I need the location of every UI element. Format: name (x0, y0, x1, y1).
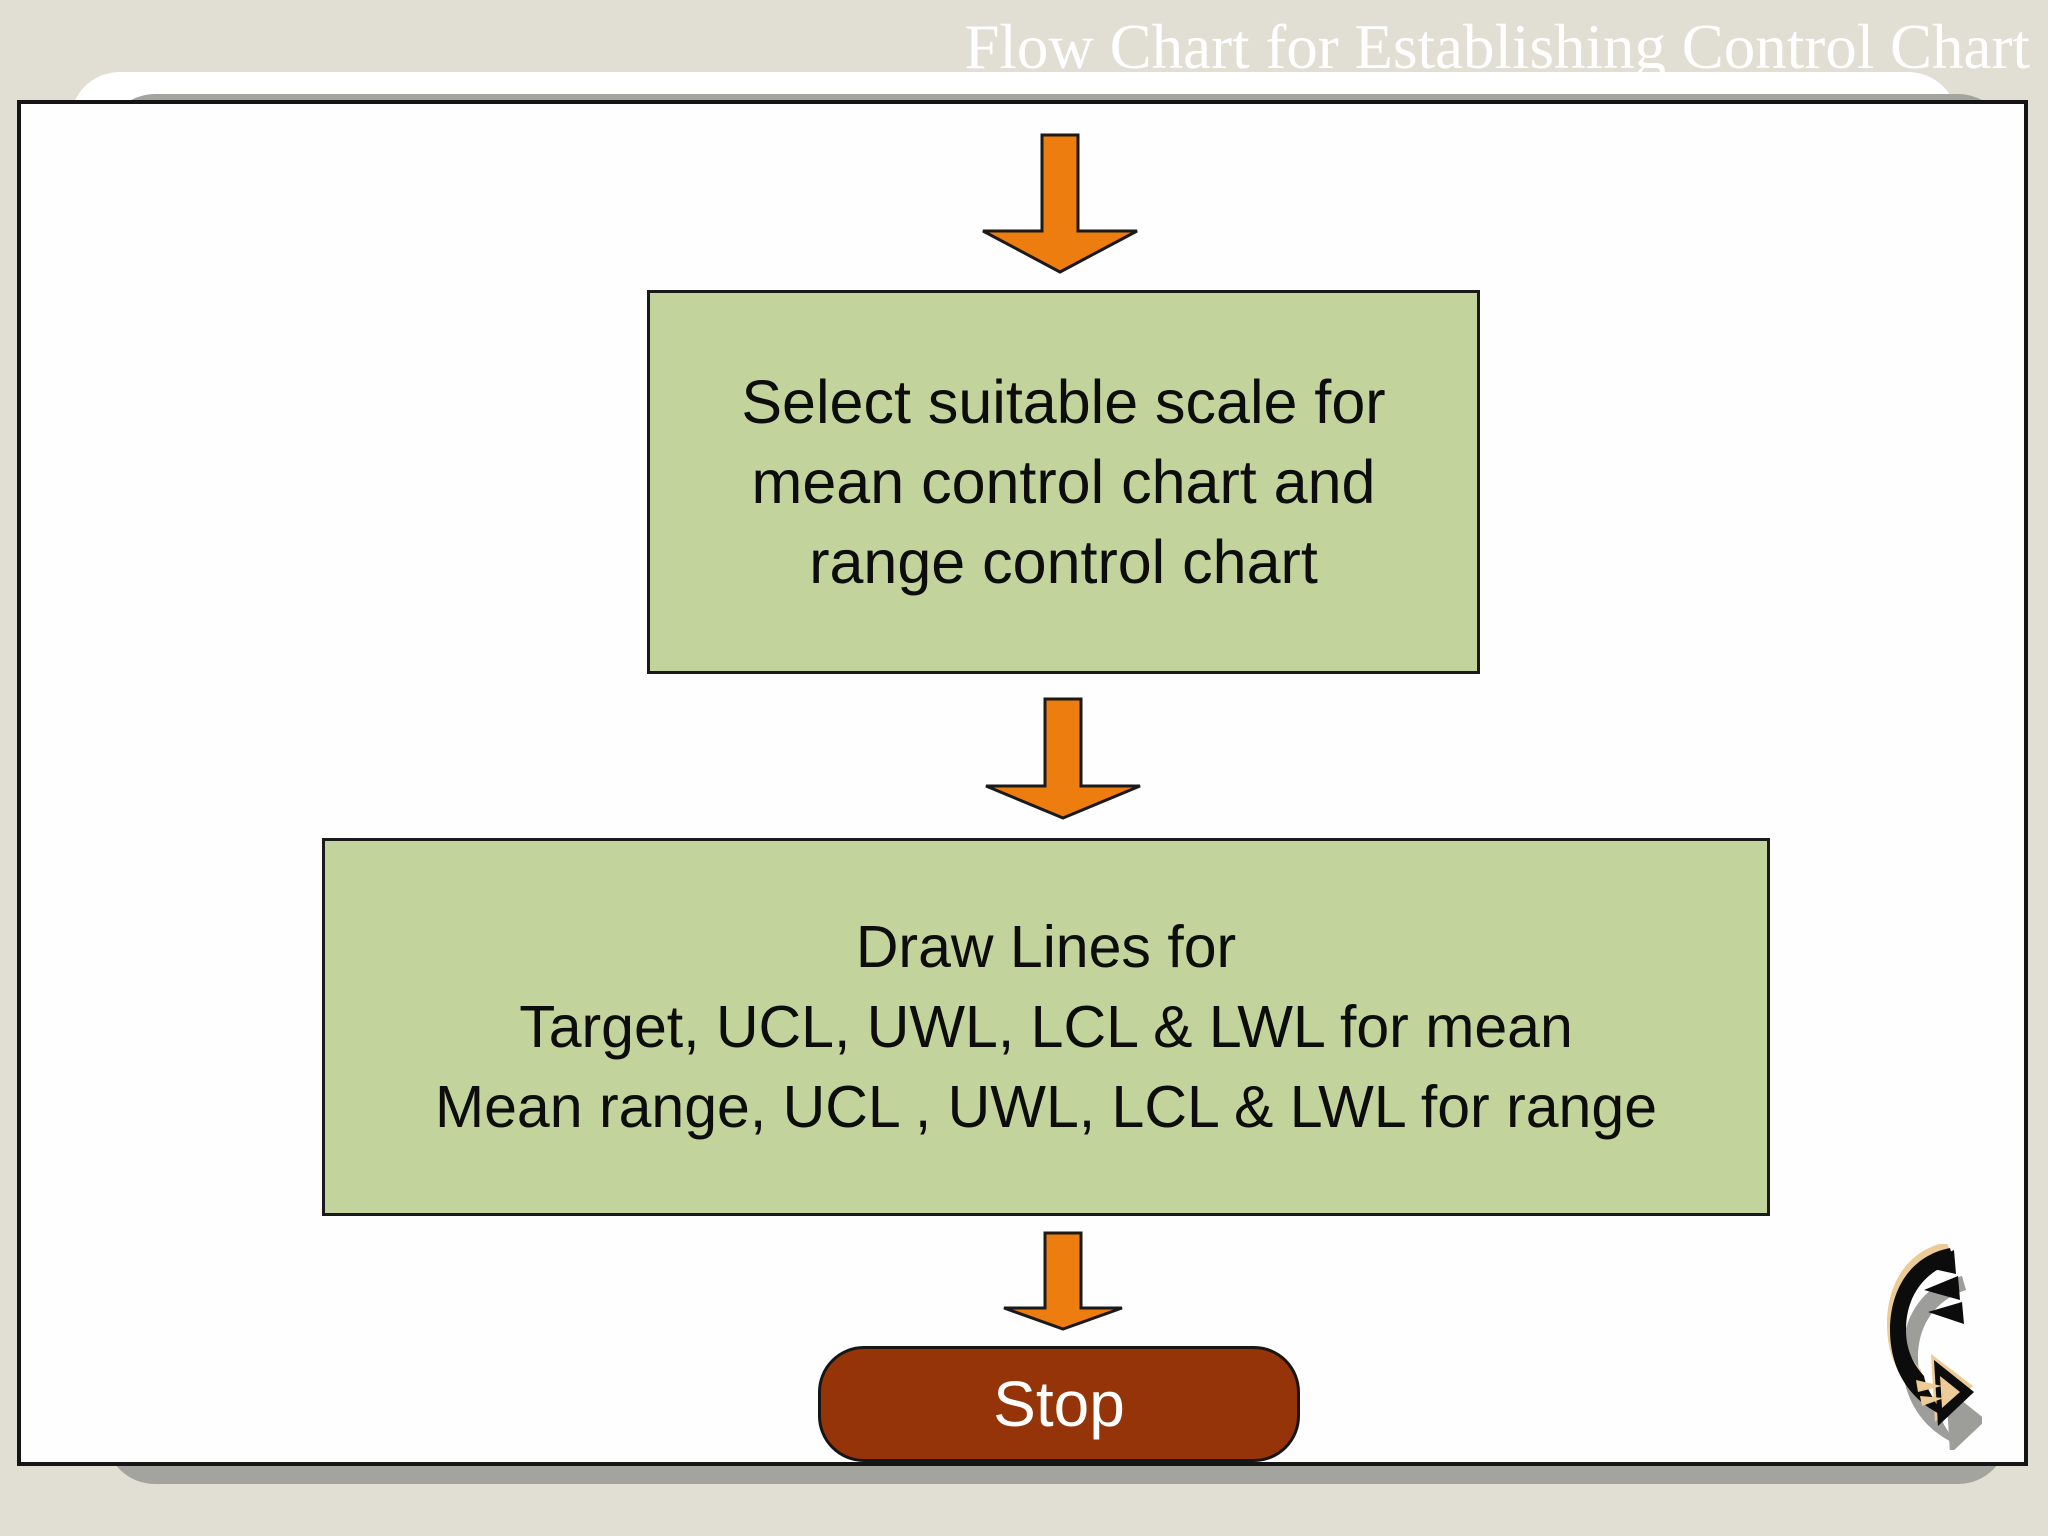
down-arrow-icon (985, 697, 1141, 820)
curved-arrow-logo-icon (1887, 1244, 1982, 1450)
process-box-draw-lines: Draw Lines for Target, UCL, UWL, LCL & L… (322, 838, 1770, 1216)
slide-title: Flow Chart for Establishing Control Char… (964, 12, 2030, 82)
down-arrow-icon (1003, 1231, 1123, 1331)
process-box-line: Mean range, UCL , UWL, LCL & LWL for ran… (434, 1074, 1658, 1140)
process-box-line: Select suitable scale for (741, 368, 1386, 436)
process-box-select-scale: Select suitable scale for mean control c… (647, 290, 1480, 674)
terminator-stop: Stop (818, 1346, 1300, 1462)
process-box-line: Draw Lines for (855, 914, 1237, 980)
process-box-line: Target, UCL, UWL, LCL & LWL for mean (519, 994, 1573, 1060)
process-box-line: range control chart (809, 528, 1318, 596)
down-arrow-icon (982, 133, 1138, 274)
terminator-label: Stop (993, 1368, 1125, 1440)
process-box-line: mean control chart and (751, 448, 1376, 516)
